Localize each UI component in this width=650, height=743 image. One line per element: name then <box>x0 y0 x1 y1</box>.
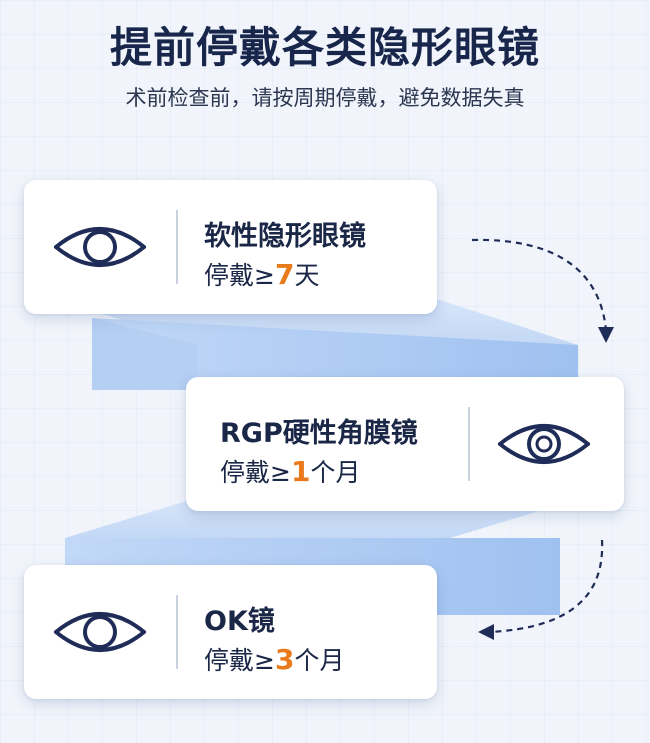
duration-unit: 个月 <box>310 458 361 487</box>
duration-prefix: 停戴≥ <box>204 646 275 675</box>
lens-name: OK镜 <box>204 606 275 637</box>
lens-name: RGP硬性角膜镜 <box>220 418 418 449</box>
eye-icon <box>498 424 590 464</box>
duration-number: 1 <box>290 455 311 488</box>
lens-name: 软性隐形眼镜 <box>204 221 366 252</box>
eye-icon <box>54 612 146 652</box>
eye-icon <box>54 227 146 267</box>
stop-duration: 停戴≥7天 <box>204 256 319 292</box>
card-divider <box>176 595 178 669</box>
card-soft-contact-lens: 软性隐形眼镜 停戴≥7天 <box>24 180 437 314</box>
upper-slab <box>60 300 578 390</box>
arrow-to-rgp <box>471 238 614 343</box>
duration-number: 7 <box>274 258 295 291</box>
stop-duration: 停戴≥3个月 <box>204 641 344 677</box>
duration-unit: 天 <box>294 261 320 290</box>
card-ok-lens: OK镜 停戴≥3个月 <box>24 565 437 699</box>
duration-prefix: 停戴≥ <box>204 261 275 290</box>
duration-prefix: 停戴≥ <box>220 458 291 487</box>
page-subtitle: 术前检查前，请按周期停戴，避免数据失真 <box>125 86 525 110</box>
card-rgp-lens: RGP硬性角膜镜 停戴≥1个月 <box>186 377 624 511</box>
stop-duration: 停戴≥1个月 <box>220 453 360 489</box>
page-title: 提前停戴各类隐形眼镜 <box>109 23 540 72</box>
card-divider <box>176 210 178 284</box>
duration-unit: 个月 <box>294 646 345 675</box>
duration-number: 3 <box>274 643 295 676</box>
arrow-to-ok <box>478 539 604 640</box>
card-divider <box>468 407 470 481</box>
